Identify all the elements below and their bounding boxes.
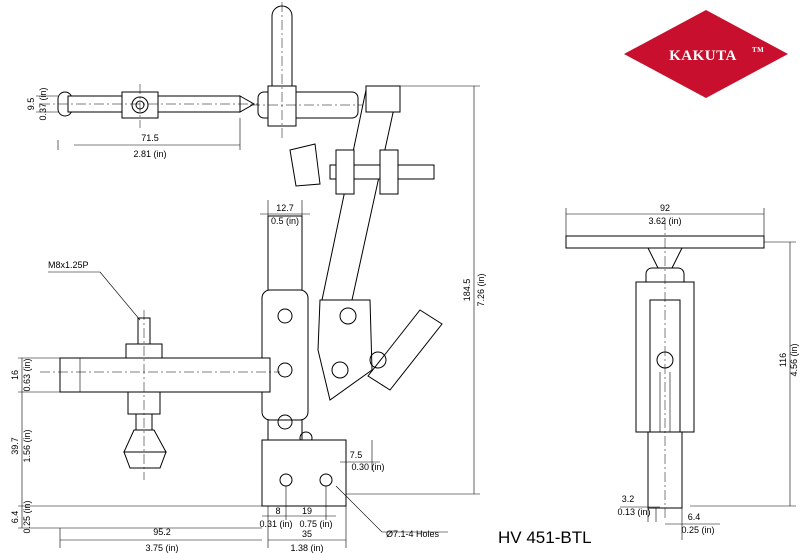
clamp-front-view — [565, 220, 765, 520]
holes-label: Ø7.1-4 Holes — [386, 529, 440, 539]
dim-s32-mm: 3.2 — [622, 494, 635, 504]
dim-s32-in: 0.13 (in) — [617, 507, 650, 517]
handle-top-view — [40, 84, 268, 128]
dim-b8-mm: 8 — [275, 506, 280, 516]
dim-top-in: 0.5 (in) — [271, 216, 299, 226]
dim-handle-width-in: 2.81 (in) — [133, 149, 166, 159]
dim-b35-mm: 35 — [302, 529, 312, 539]
dim-width-in: 3.62 (in) — [648, 216, 681, 226]
brand-tm: TM — [752, 46, 764, 54]
dim-b35-in: 1.38 (in) — [290, 543, 323, 553]
dim-b8-in: 0.31 (in) — [259, 519, 292, 529]
dim-mid-in: 1.56 (in) — [22, 429, 32, 462]
brand-name: KAKUTA — [669, 48, 737, 64]
dim-s64-mm: 6.4 — [688, 512, 701, 522]
dim-front-height-mm: 116 — [778, 353, 788, 367]
dim-width-mm: 92 — [660, 203, 670, 213]
dim-b19-in: 0.75 (in) — [299, 519, 332, 529]
dim-reach-mm: 95.2 — [153, 527, 171, 537]
dim-bar-mm: 16 — [10, 370, 20, 380]
brand-logo: KAKUTA TM — [624, 10, 788, 98]
dim-b75-mm: 7.5 — [350, 450, 363, 460]
dim-mid-mm: 39.7 — [10, 437, 20, 455]
dim-reach-in: 3.75 (in) — [145, 543, 178, 553]
dim-s64-in: 0.25 (in) — [681, 525, 714, 535]
dim-front-height-in: 4.56 (in) — [789, 343, 799, 376]
clamp-side-view — [40, 85, 443, 507]
dim-height-in: 7.26 (in) — [476, 273, 486, 306]
dim-b75-in: 0.30 (in) — [351, 462, 384, 472]
dim-base-mm: 6.4 — [10, 511, 20, 524]
dim-handle-height-mm: 9.5 — [26, 98, 36, 111]
dim-handle-height-in: 0.37 (in) — [38, 87, 48, 120]
dim-b19-mm: 19 — [302, 506, 312, 516]
logo-diamond — [624, 10, 788, 98]
thread-label: M8x1.25P — [48, 260, 89, 270]
dim-height-mm: 184.5 — [462, 279, 472, 302]
model-label: HV 451-BTL — [498, 528, 592, 547]
dim-base-in: 0.25 (in) — [22, 500, 32, 533]
dim-top-mm: 12.7 — [276, 203, 294, 213]
clamp-top-view — [250, 2, 370, 140]
dim-handle-width-mm: 71.5 — [141, 133, 159, 143]
dim-bar-in: 0.63 (in) — [22, 358, 32, 391]
